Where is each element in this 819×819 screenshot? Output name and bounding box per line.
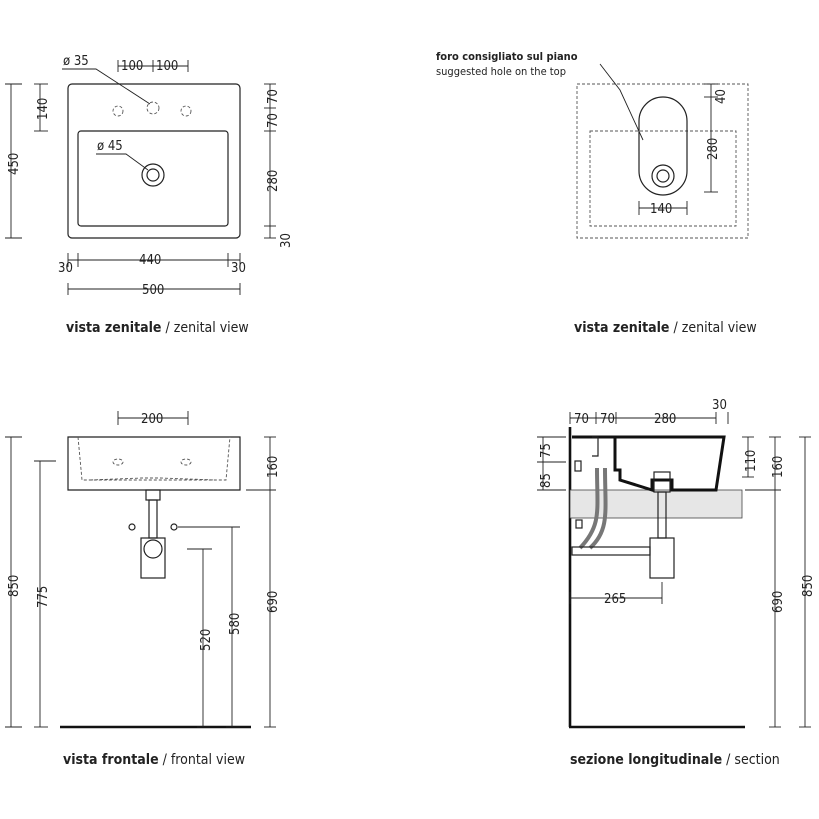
- tap-hole-center: [146, 101, 160, 115]
- caption-sep: /: [669, 320, 682, 336]
- drain-neck: [145, 489, 161, 501]
- counter-outline: [576, 83, 749, 239]
- dim-775: 775: [36, 586, 51, 608]
- caption-en: zenital view: [173, 320, 249, 336]
- note-it: foro consigliato sul piano: [436, 50, 578, 63]
- bottom-right-view: 70 70 280 30 85 75 110 160 690 850 265: [537, 398, 816, 729]
- drain-top-inner: [656, 169, 670, 183]
- siphon-body: [140, 537, 166, 579]
- top-left-view: ø 35 100 100 ø 45 450 140 70 70 280 30: [5, 54, 294, 298]
- tap-hole-left: [112, 105, 124, 117]
- supply-hose: [578, 467, 600, 550]
- dim-110: 110: [744, 450, 759, 472]
- dim-70a-section: 70: [574, 412, 589, 427]
- dim-140: 140: [36, 98, 51, 120]
- siphon-section: [649, 537, 675, 579]
- caption-sep: /: [161, 320, 174, 336]
- dim-drain: ø 45: [97, 139, 123, 154]
- tap-hole-right: [180, 105, 192, 117]
- dim-160-section: 160: [771, 456, 786, 478]
- dim-hole-small: ø 35: [63, 54, 89, 69]
- caption-it: vista frontale: [63, 752, 159, 768]
- dim-440: 440: [139, 253, 161, 268]
- dim-690: 690: [266, 591, 281, 613]
- basin-front: [67, 436, 241, 491]
- dim-850-section: 850: [801, 575, 816, 597]
- dim-500: 500: [142, 283, 164, 298]
- caption-en: frontal view: [170, 752, 246, 768]
- dim-30-right: 30: [279, 233, 294, 248]
- dim-280-hole: 280: [706, 138, 721, 160]
- dim-200: 200: [141, 412, 163, 427]
- top-right-view: foro consigliato sul piano suggested hol…: [436, 50, 749, 239]
- drain-inner: [146, 168, 160, 182]
- dim-70b: 70: [266, 113, 281, 128]
- caption-top-left: vista zenitale / zenital view: [66, 320, 249, 336]
- counter-inner: [589, 130, 737, 227]
- caption-bottom-right: sezione longitudinale / section: [570, 752, 780, 768]
- dim-spacing-a: 100: [121, 59, 143, 74]
- dim-265: 265: [604, 592, 626, 607]
- dim-70a: 70: [266, 89, 281, 104]
- dim-580: 580: [228, 613, 243, 635]
- caption-it: sezione longitudinale: [570, 752, 723, 768]
- caption-bottom-left: vista frontale / frontal view: [63, 752, 245, 768]
- drain-hole: [141, 163, 165, 187]
- dim-30-section: 30: [712, 398, 727, 413]
- caption-it: vista zenitale: [66, 320, 162, 336]
- dim-690-section: 690: [771, 591, 786, 613]
- caption-sep: /: [722, 752, 735, 768]
- drain-top: [651, 164, 675, 188]
- note-en: suggested hole on the top: [436, 65, 566, 78]
- dim-280: 280: [266, 170, 281, 192]
- caption-sep: /: [158, 752, 171, 768]
- caption-en: section: [734, 752, 780, 768]
- basin-bowl: [77, 130, 229, 227]
- caption-it: vista zenitale: [574, 320, 670, 336]
- dim-40: 40: [714, 89, 729, 104]
- dim-spacing-b: 100: [156, 59, 178, 74]
- dim-85: 85: [539, 473, 554, 488]
- caption-en: zenital view: [681, 320, 757, 336]
- dim-140-hole: 140: [650, 202, 672, 217]
- dim-520: 520: [199, 629, 214, 651]
- bottom-left-view: 200 850 775 520 580 160 690: [5, 411, 281, 729]
- basin-outline: [67, 83, 241, 239]
- suggested-hole: [638, 96, 688, 196]
- dim-450: 450: [7, 153, 22, 175]
- dim-30a: 30: [58, 261, 73, 276]
- dim-30b: 30: [231, 261, 246, 276]
- dim-70b-section: 70: [600, 412, 615, 427]
- wall-fixing-left: [128, 523, 136, 531]
- siphon-pipe: [148, 499, 158, 539]
- caption-top-right: vista zenitale / zenital view: [574, 320, 757, 336]
- dim-280-section: 280: [654, 412, 676, 427]
- dim-75: 75: [539, 443, 554, 458]
- wall-fixing-right: [170, 523, 178, 531]
- basin-section: [572, 435, 726, 493]
- dim-850: 850: [7, 575, 22, 597]
- dim-160: 160: [266, 456, 281, 478]
